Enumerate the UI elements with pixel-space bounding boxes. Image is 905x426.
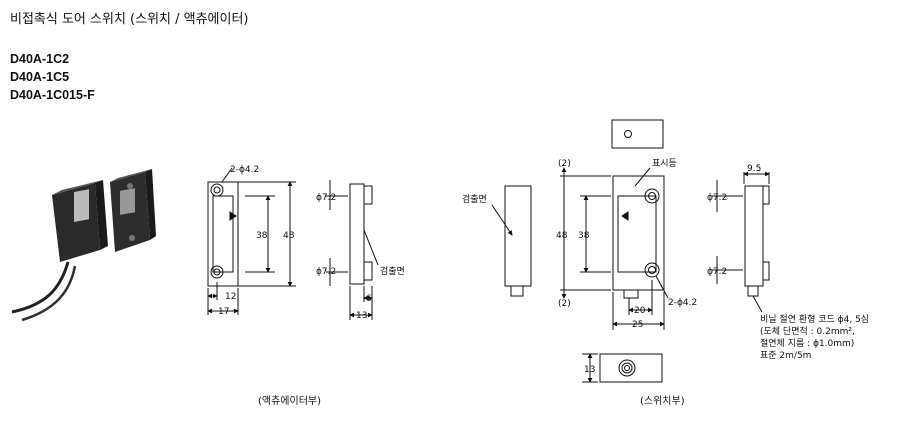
switch-top-view <box>611 119 664 149</box>
actuator-dim-thickness-small: 6 <box>366 294 372 304</box>
actuator-dim-outer: 48 <box>283 231 295 241</box>
switch-dim-gap-bottom: (2) <box>558 299 571 309</box>
switch-dim-hole-spacing: 20 <box>634 306 646 316</box>
actuator-caption: (액츄에이터부) <box>258 395 321 407</box>
actuator-hole-callout: 2-ϕ4.2 <box>230 165 259 175</box>
switch-detect-face-label: 검출면 <box>462 193 487 205</box>
switch-front-view <box>560 167 669 330</box>
actuator-side-view <box>326 180 379 320</box>
switch-bottom-view <box>582 353 663 383</box>
actuator-dim-hole-spacing: 12 <box>225 292 236 302</box>
switch-dim-outer: 48 <box>556 231 568 241</box>
cable-note-line: 표준 2m/5m <box>760 350 811 361</box>
switch-indicator-label: 표시등 <box>652 158 677 169</box>
switch-bottom-dim: 13 <box>584 365 595 375</box>
cable-note-line: 절연체 지름 : ϕ1.0mm) <box>760 337 854 349</box>
page-title: 비접촉식 도어 스위치 (스위치 / 액츄에이터) <box>10 12 249 27</box>
model-item: D40A-1C2 <box>10 52 70 66</box>
actuator-dim-inner: 38 <box>256 231 268 241</box>
switch-side-dim-top: 9.5 <box>747 164 761 174</box>
switch-dim-width: 25 <box>632 320 643 330</box>
actuator-dim-thickness: 13 <box>356 311 367 321</box>
switch-right-side-view <box>712 171 770 313</box>
actuator-dia-top: ϕ7.2 <box>316 193 336 203</box>
switch-side-view <box>491 185 532 297</box>
cable-note-line: 비닐 절연 환형 코드 ϕ4, 5심 <box>760 313 869 325</box>
model-item: D40A-1C5 <box>10 70 70 84</box>
cable-note-line: (도체 단면적 : 0.2mm², <box>760 325 855 337</box>
switch-dim-gap-top: (2) <box>558 159 571 169</box>
model-list: D40A-1C2 D40A-1C5 D40A-1C015-F <box>10 50 95 104</box>
switch-dia-top: ϕ7.2 <box>707 193 727 203</box>
actuator-dia-bottom: ϕ7.2 <box>316 267 336 277</box>
switch-caption: (스위치부) <box>640 394 685 407</box>
actuator-detect-face-label: 검출면 <box>380 265 405 277</box>
actuator-front-view <box>207 167 296 315</box>
switch-hole-callout: 2-ϕ4.2 <box>668 298 697 308</box>
cable-note: 비닐 절연 환형 코드 ϕ4, 5심 (도체 단면적 : 0.2mm², 절연체… <box>760 313 869 361</box>
switch-dia-bottom: ϕ7.2 <box>707 267 727 277</box>
model-item: D40A-1C015-F <box>10 88 95 102</box>
product-photo <box>11 169 156 322</box>
actuator-dim-width: 17 <box>218 307 229 317</box>
switch-dim-inner: 38 <box>578 231 590 241</box>
